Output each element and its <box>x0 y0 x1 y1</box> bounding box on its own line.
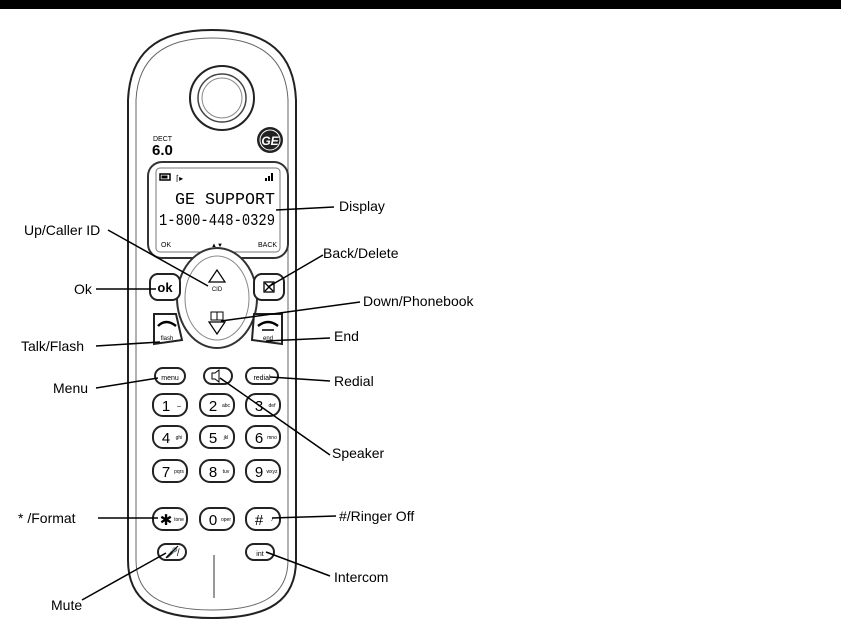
digit-key-number: 9 <box>255 464 263 481</box>
softkey-left-label: OK <box>161 242 171 249</box>
label-ok: Ok <box>74 281 92 297</box>
menu-key[interactable]: menu <box>155 368 185 384</box>
label-ringer-off: #/Ringer Off <box>339 508 414 524</box>
speaker-key[interactable] <box>204 368 232 384</box>
lcd-screen <box>156 168 280 252</box>
digit-key-letters: ⌴ <box>177 403 181 409</box>
digit-key-12[interactable]: #♪ <box>246 508 280 530</box>
digit-key-number: 4 <box>162 430 170 447</box>
label-redial: Redial <box>334 373 374 389</box>
digit-key-letters: oper <box>221 517 231 523</box>
digit-key-number: 7 <box>162 464 170 481</box>
label-down-phonebook: Down/Phonebook <box>363 293 474 309</box>
digit-key-5[interactable]: 5 jkl <box>200 426 234 448</box>
digit-key-number: 1 <box>162 398 170 415</box>
dect-version: 6.0 <box>152 142 173 159</box>
digit-key-1[interactable]: 1⌴ <box>153 394 187 416</box>
cid-label: CID <box>212 287 223 293</box>
digit-key-number: 5 <box>209 430 217 447</box>
label-menu: Menu <box>53 380 88 396</box>
label-end: End <box>334 328 359 344</box>
label-intercom: Intercom <box>334 569 388 585</box>
label-up-caller-id: Up/Caller ID <box>24 222 100 238</box>
digit-key-number: 6 <box>255 430 263 447</box>
svg-text:flash: flash <box>161 336 174 342</box>
intercom-key[interactable]: int <box>246 544 274 560</box>
digit-key-6[interactable]: 6 mno <box>246 426 280 448</box>
digit-key-7[interactable]: 7 pqrs <box>153 460 187 482</box>
end-key[interactable]: end <box>252 314 282 344</box>
digit-key-4[interactable]: 4 ghi <box>153 426 187 448</box>
label-display: Display <box>339 198 385 214</box>
digit-key-2[interactable]: 2 abc <box>200 394 234 416</box>
digit-key-10[interactable]: ✱tone <box>153 508 187 530</box>
talk-flash-key[interactable]: flash <box>154 314 182 344</box>
digit-key-letters: def <box>269 403 277 409</box>
navigation-pad: CID <box>177 248 257 348</box>
digit-key-number: 2 <box>209 398 217 415</box>
digit-key-letters: jkl <box>223 435 229 441</box>
digit-key-8[interactable]: 8 tuv <box>200 460 234 482</box>
label-back-delete: Back/Delete <box>323 245 398 261</box>
svg-text:GE: GE <box>261 134 279 148</box>
digit-key-number: # <box>255 512 264 529</box>
digit-key-letters: ghi <box>176 435 183 441</box>
label-talk-flash: Talk/Flash <box>21 338 84 354</box>
label-mute: Mute <box>51 597 82 613</box>
digit-key-letters: tuv <box>223 469 230 475</box>
handset-icon: ⌈▸ <box>176 174 183 183</box>
redial-key[interactable]: redial <box>246 368 278 384</box>
digit-key-letters: tone <box>174 517 184 523</box>
digit-key-11[interactable]: 0 oper <box>200 508 234 530</box>
earpiece-speaker <box>190 66 254 130</box>
mute-key[interactable]: 🎤̸ <box>158 544 186 560</box>
softkey-right-label: BACK <box>258 242 277 249</box>
svg-text:redial: redial <box>253 375 271 382</box>
ge-logo: GE <box>257 127 283 153</box>
digit-key-letters: abc <box>222 403 231 409</box>
digit-key-number: ✱ <box>160 512 173 529</box>
digit-key-letters: wxyz <box>266 469 278 475</box>
label-speaker: Speaker <box>332 445 384 461</box>
label-format: * /Format <box>18 510 76 526</box>
digit-key-letters: mno <box>267 435 277 441</box>
digit-key-number: 0 <box>209 512 217 529</box>
svg-text:menu: menu <box>161 375 179 382</box>
screen-line-1: GE SUPPORT <box>175 191 275 210</box>
digit-key-number: 8 <box>209 464 217 481</box>
mute-icon: 🎤̸ <box>166 546 180 559</box>
ok-key[interactable]: ok <box>150 274 180 300</box>
screen-line-2: 1-800-448-0329 <box>159 212 275 231</box>
svg-text:ok: ok <box>157 280 173 295</box>
digit-key-letters: pqrs <box>174 469 184 475</box>
svg-text:int: int <box>256 551 263 558</box>
